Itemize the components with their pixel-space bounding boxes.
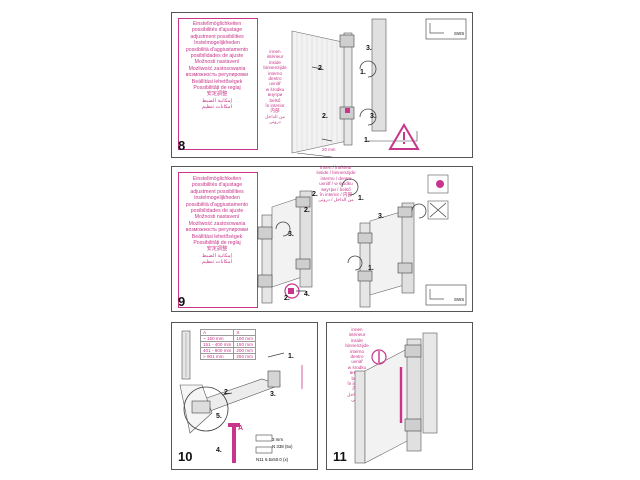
step-label: A — [238, 425, 244, 432]
step-number: 11 — [333, 449, 347, 464]
step-label: 3. — [370, 113, 376, 120]
step-label: 2. — [284, 295, 290, 302]
step-label: 3. — [366, 45, 372, 52]
step-label: 1. — [364, 137, 370, 144]
step-11-illustration — [354, 332, 438, 464]
dimension-label: N 338 (5x) — [272, 444, 293, 449]
step-label: 2. — [304, 207, 310, 214]
step-label: 5. — [216, 413, 222, 420]
step-number: 8 — [178, 138, 186, 153]
step-label: 2. — [318, 65, 324, 72]
step-label: 3. — [378, 213, 384, 220]
product-code: SWS — [454, 297, 465, 302]
dimension-label: 20 mm — [322, 147, 336, 152]
step-number: 9 — [178, 294, 186, 309]
dimension-label: N11 6.5x50.0 (x) — [256, 457, 289, 462]
step-label: 1. — [288, 353, 294, 360]
step-label: 3. — [270, 391, 276, 398]
step-label: 2. — [312, 191, 318, 198]
step-label: 1. — [368, 265, 374, 272]
step-9-illustration — [257, 174, 467, 308]
step-label: 2. — [224, 389, 230, 396]
step-label: 1. — [360, 69, 366, 76]
step-label: 1. — [358, 195, 364, 202]
adjustment-text-box — [178, 172, 258, 308]
adjustment-text-box — [178, 18, 258, 150]
step-label: 3. — [288, 231, 294, 238]
step-label: 4. — [304, 291, 310, 298]
step-number: 10 — [178, 449, 193, 464]
step-label: 2. — [322, 113, 328, 120]
dimension-label: 3 mm — [272, 437, 283, 442]
step-label: 4. — [216, 447, 222, 454]
step-8-illustration — [291, 18, 467, 157]
product-code: SWS — [454, 31, 465, 36]
step-10-illustration — [179, 330, 303, 463]
